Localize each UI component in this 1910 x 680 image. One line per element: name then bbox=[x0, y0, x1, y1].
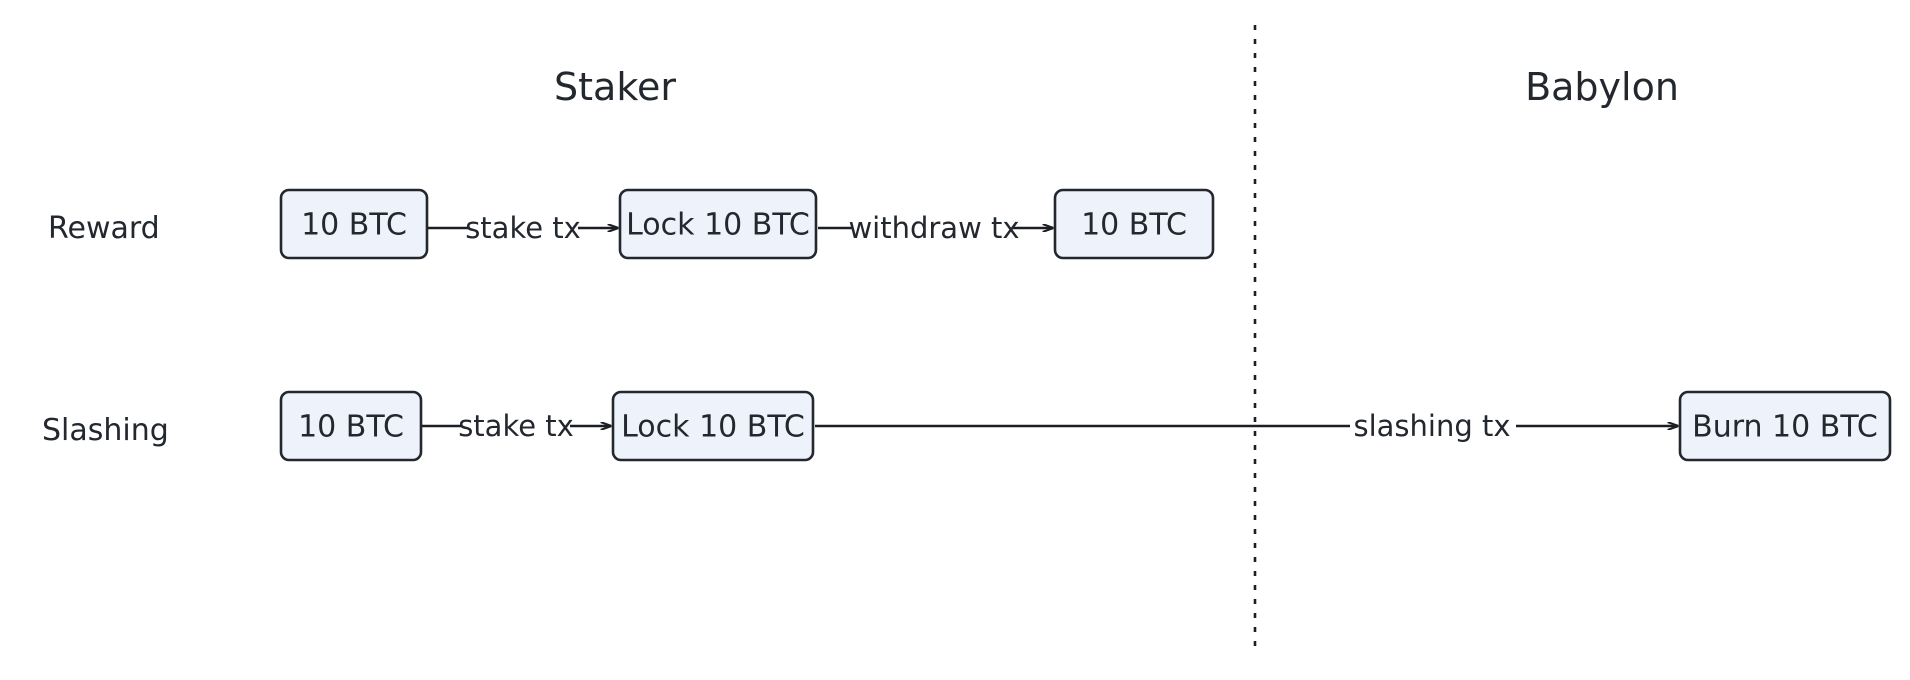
edge-label-slashing-slashing-tx: slashing tx bbox=[1353, 409, 1510, 443]
node-reward-lock[interactable]: Lock 10 BTC bbox=[618, 188, 818, 260]
node-slashing-burn-box bbox=[1678, 390, 1892, 462]
node-slashing-burn[interactable]: Burn 10 BTC bbox=[1678, 390, 1892, 462]
node-slashing-start-label: 10 BTC bbox=[298, 410, 404, 445]
edge-label-reward-stake-tx: stake tx bbox=[465, 211, 581, 245]
node-reward-start-box bbox=[279, 188, 429, 260]
column-header-babylon: Babylon bbox=[1525, 65, 1679, 109]
node-reward-start[interactable]: 10 BTC bbox=[279, 188, 429, 260]
edge-label-slashing-stake-tx: stake tx bbox=[458, 409, 574, 443]
edge-label-reward-withdraw-tx: withdraw tx bbox=[848, 211, 1019, 245]
node-slashing-lock-label: Lock 10 BTC bbox=[621, 410, 805, 445]
node-reward-lock-label: Lock 10 BTC bbox=[626, 208, 810, 243]
node-reward-start-label: 10 BTC bbox=[301, 208, 407, 243]
node-reward-end[interactable]: 10 BTC bbox=[1053, 188, 1215, 260]
column-header-staker: Staker bbox=[554, 65, 676, 109]
node-reward-end-box bbox=[1053, 188, 1215, 260]
node-reward-lock-box bbox=[618, 188, 818, 260]
row-label-reward: Reward bbox=[48, 211, 160, 246]
node-slashing-start-box bbox=[279, 390, 423, 462]
node-slashing-lock[interactable]: Lock 10 BTC bbox=[611, 390, 815, 462]
node-slashing-lock-box bbox=[611, 390, 815, 462]
node-slashing-start[interactable]: 10 BTC bbox=[279, 390, 423, 462]
node-slashing-burn-label: Burn 10 BTC bbox=[1692, 410, 1878, 445]
row-label-slashing: Slashing bbox=[42, 413, 169, 448]
node-reward-end-label: 10 BTC bbox=[1081, 208, 1187, 243]
